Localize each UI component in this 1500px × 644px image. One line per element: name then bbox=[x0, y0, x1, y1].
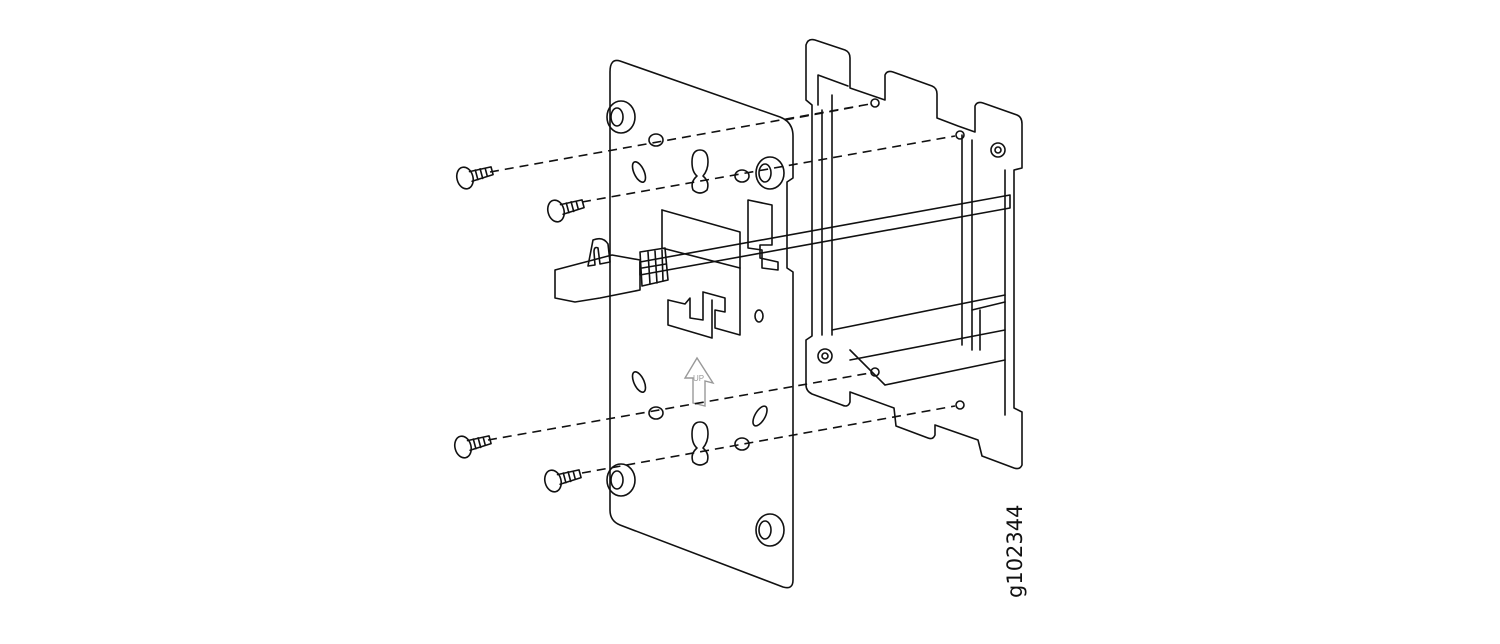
up-label: UP bbox=[693, 374, 704, 383]
screw bbox=[453, 435, 492, 459]
alignment-lines bbox=[487, 103, 956, 474]
electrical-box bbox=[805, 38, 1023, 470]
screws bbox=[453, 166, 585, 493]
figure-id-label: g102344 bbox=[1003, 504, 1027, 599]
mounting-plate: UP bbox=[606, 59, 794, 589]
rj45-connector bbox=[554, 237, 669, 303]
screw bbox=[455, 166, 494, 190]
screw bbox=[546, 199, 585, 223]
screw bbox=[543, 469, 582, 493]
ethernet-cable bbox=[639, 194, 1011, 276]
up-arrow-icon bbox=[683, 356, 715, 407]
